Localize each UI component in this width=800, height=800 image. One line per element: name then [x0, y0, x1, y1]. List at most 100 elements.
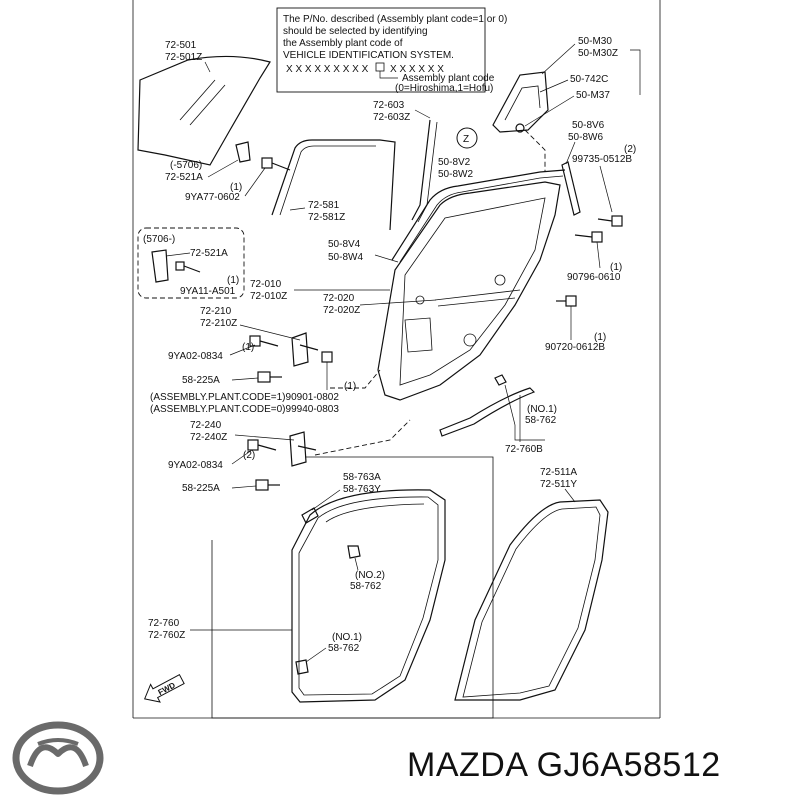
label-72-760b: 72-760B	[505, 444, 543, 455]
notice-code-left: X X X X X X X X X	[286, 64, 369, 75]
door-sash-72-581	[271, 139, 396, 231]
ref-dashed-1	[330, 369, 381, 389]
label-50-8v4: 50-8V4	[328, 239, 361, 250]
label-72-603z: 72-603Z	[373, 112, 410, 123]
clip-no2	[347, 545, 361, 559]
label-72-581: 72-581	[308, 200, 340, 211]
label-50-8v6: 50-8V6	[572, 120, 605, 131]
brand-part-number: MAZDA GJ6A58512	[407, 746, 721, 784]
label-qty-1a: (1)	[230, 182, 242, 193]
label-no1-b: (NO.1)	[332, 632, 362, 643]
bolt-58-225a-1	[231, 371, 282, 383]
bolt-58-225a-2	[231, 479, 280, 491]
label-72-240: 72-240	[190, 420, 222, 431]
weatherstrip-50-8v2	[391, 169, 566, 261]
door-glass	[137, 55, 271, 166]
label-58-762-a: 58-762	[525, 415, 557, 426]
label-72-020z: 72-020Z	[323, 305, 360, 316]
label-9ya02-0834-a: 9YA02-0834	[168, 351, 223, 362]
notice-plant-values: (0=Hiroshima,1=Hofu)	[395, 83, 493, 94]
label-72-760: 72-760	[148, 618, 180, 629]
label-qty-1b: (1)	[227, 275, 239, 286]
clip-no1-lower	[295, 659, 309, 675]
label-72-240z: 72-240Z	[190, 432, 227, 443]
label-58-762-c: 58-762	[328, 643, 360, 654]
label-50-m37: 50-M37	[576, 90, 610, 101]
label-50-742c: 50-742C	[570, 74, 608, 85]
label-99735-0512b: 99735-0512B	[572, 154, 632, 165]
label-72-210z: 72-210Z	[200, 318, 237, 329]
nut-90901	[321, 351, 333, 363]
notice-line-2: should be selected by identifying	[283, 26, 428, 37]
label-72-521a-inset: 72-521A	[190, 248, 228, 259]
callout-z-circle	[456, 127, 478, 149]
notice-line-1: The P/No. described (Assembly plant code…	[283, 14, 507, 25]
belt-strip-72-760b	[439, 387, 536, 437]
label-50-8v2: 50-8V2	[438, 157, 471, 168]
label-50-m30: 50-M30	[578, 36, 612, 47]
label-58-225a-1: 58-225A	[182, 375, 220, 386]
label-5706-plus: (5706-)	[143, 234, 175, 245]
ref-dashed-2	[314, 419, 411, 456]
callout-z-text: Z	[463, 134, 469, 145]
label-58-762-b: 58-762	[350, 581, 382, 592]
body-weatherstrip-72-511a	[454, 499, 609, 701]
bolt-9ya77	[244, 157, 291, 197]
label-50-8w4: 50-8W4	[328, 252, 363, 263]
label-72-501: 72-501	[165, 40, 197, 51]
label-5706-minus: (-5706)	[170, 160, 202, 171]
screw-99735	[597, 215, 623, 227]
label-no1-a: (NO.1)	[527, 404, 557, 415]
label-50-8w2: 50-8W2	[438, 169, 473, 180]
fwd-arrow-icon: FWD	[144, 674, 185, 703]
label-58-225a-2: 58-225A	[182, 483, 220, 494]
label-58-763y: 58-763Y	[343, 484, 381, 495]
plant-code-leader	[379, 71, 398, 79]
label-50-8w6: 50-8W6	[568, 132, 603, 143]
label-72-210: 72-210	[200, 306, 232, 317]
ref-dashed-mirror	[524, 129, 546, 172]
mazda-logo	[12, 721, 104, 795]
label-asm-code-0: (ASSEMBLY.PLANT.CODE=0)99940-0803	[150, 404, 339, 415]
label-50-m30z: 50-M30Z	[578, 48, 618, 59]
bolt-9ya02-b	[231, 439, 277, 465]
label-72-521a: 72-521A	[165, 172, 203, 183]
label-qty-1d: (1)	[344, 381, 356, 392]
notice-box: The P/No. described (Assembly plant code…	[276, 7, 507, 94]
label-asm-code-1: (ASSEMBLY.PLANT.CODE=1)90901-0802	[150, 392, 339, 403]
clip-no1-upper	[494, 374, 507, 386]
notice-plant-label: Assembly plant code	[402, 73, 495, 84]
door-panel	[377, 181, 561, 401]
label-72-020: 72-020	[323, 293, 355, 304]
label-9ya02-0834-b: 9YA02-0834	[168, 460, 223, 471]
molding-50-8v6	[561, 161, 581, 216]
label-72-603: 72-603	[373, 100, 405, 111]
label-qty-2a: (2)	[243, 450, 255, 461]
notice-line-4: VEHICLE IDENTIFICATION SYSTEM.	[283, 50, 454, 61]
label-72-760z: 72-760Z	[148, 630, 185, 641]
screw-90796	[574, 231, 603, 243]
label-9ya77-0602: 9YA77-0602	[185, 192, 240, 203]
label-58-763a: 58-763A	[343, 472, 381, 483]
clip-58-763a	[301, 507, 319, 524]
bolt-9ya02-a	[229, 335, 279, 356]
inset-box-5706: (5706-) 72-521A (1) 9YA11-A501	[137, 227, 245, 299]
channel-72-603	[411, 119, 431, 221]
mirror-bracket	[492, 71, 549, 133]
label-72-581z: 72-581Z	[308, 212, 345, 223]
label-72-511a: 72-511A	[540, 467, 577, 478]
label-9ya11-a501: 9YA11-A501	[180, 286, 236, 297]
hinge-lower	[289, 431, 317, 467]
notice-code-right: X X X X X X	[390, 64, 444, 75]
label-qty-2b: (2)	[624, 144, 636, 155]
label-qty-1f: (1)	[594, 332, 606, 343]
label-qty-1e: (1)	[610, 262, 622, 273]
glass-clip	[235, 141, 251, 163]
door-weatherstrip-72-760	[291, 489, 446, 703]
label-72-010z: 72-010Z	[250, 291, 287, 302]
detail-box	[211, 456, 494, 719]
label-72-511y: 72-511Y	[540, 479, 577, 490]
label-72-010: 72-010	[250, 279, 282, 290]
notice-line-3: the Assembly plant code of	[283, 38, 403, 49]
